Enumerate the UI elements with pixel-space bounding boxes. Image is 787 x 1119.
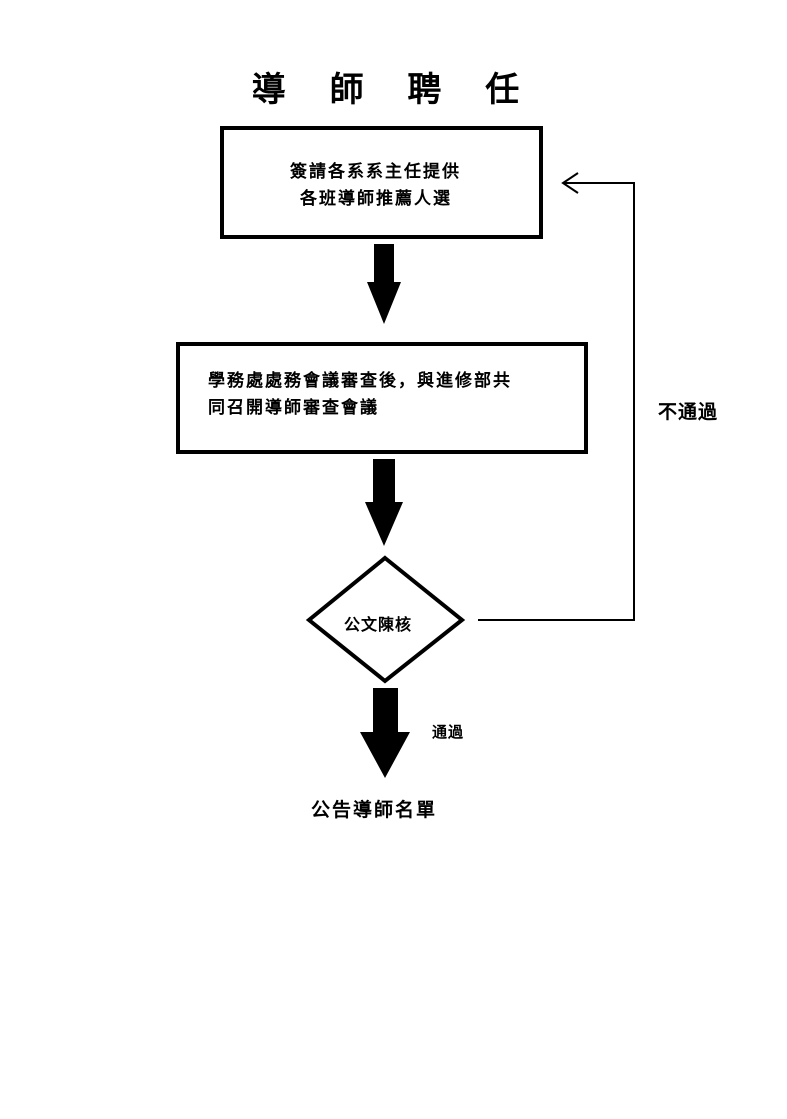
fail-label: 不通過 xyxy=(658,401,719,423)
fail-feedback-arrowhead xyxy=(561,172,579,194)
step1-text-line1: 簽請各系系主任提供 xyxy=(290,162,461,182)
arrow-pass xyxy=(360,688,410,778)
result-label: 公告導師名單 xyxy=(311,799,438,821)
step2-text-line1: 學務處處務會議審查後，與進修部共 xyxy=(208,371,512,391)
arrow-step1-to-step2 xyxy=(367,244,401,324)
pass-label: 通過 xyxy=(432,723,465,741)
decision-label: 公文陳核 xyxy=(344,615,413,634)
step1-box xyxy=(220,126,543,239)
step1-text-line2: 各班導師推薦人選 xyxy=(300,189,452,209)
step2-text-line2: 同召開導師審查會議 xyxy=(208,398,379,418)
decision-diamond xyxy=(305,555,466,684)
fail-feedback-line xyxy=(478,182,635,621)
step2-box xyxy=(176,342,588,454)
page-title: 導 師 聘 任 xyxy=(251,70,536,110)
arrow-step2-to-decision xyxy=(365,459,403,546)
